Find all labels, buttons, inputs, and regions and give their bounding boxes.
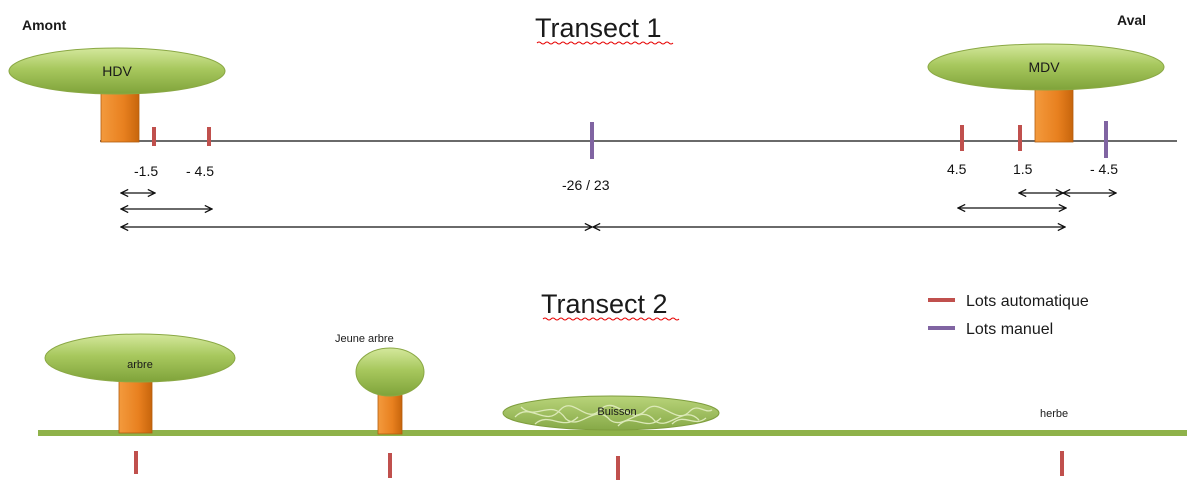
transect-1: Transect 1 Amont Aval HDV MDV -1.5 - 4.5…: [8, 12, 1177, 227]
spellcheck-underline: [536, 41, 674, 45]
tree-hdv-label: HDV: [102, 63, 132, 79]
distance-arrows: [121, 193, 1116, 227]
tree-hdv: HDV: [8, 47, 226, 143]
tick-label: -1.5: [134, 163, 158, 179]
tick-label: - 4.5: [186, 163, 214, 179]
crown: [927, 43, 1165, 91]
tick-label: -26 / 23: [562, 177, 610, 193]
legend-label-auto: Lots automatique: [966, 293, 1089, 310]
spellcheck-underline: [542, 317, 680, 321]
tree-arbre-label: arbre: [127, 359, 153, 371]
transect-2: Transect 2 arbre Jeune arbre Buisson: [38, 289, 1187, 480]
crown: [355, 347, 425, 397]
bush-buisson: Buisson: [502, 395, 720, 431]
tree-arbre: arbre: [44, 333, 236, 434]
bush-label: Buisson: [597, 406, 636, 418]
crown: [8, 47, 226, 95]
legend: Lots automatique Lots manuel: [928, 293, 1089, 338]
downstream-label: Aval: [1117, 12, 1146, 28]
tick-label: - 4.5: [1090, 161, 1118, 177]
grass-label: herbe: [1040, 408, 1068, 420]
tick-label: 1.5: [1013, 161, 1033, 177]
tick-label: 4.5: [947, 161, 967, 177]
trunk: [1034, 82, 1074, 143]
tree-jeune-arbre: Jeune arbre: [335, 333, 425, 435]
young-tree-label: Jeune arbre: [335, 333, 394, 345]
tree-mdv: MDV: [927, 43, 1165, 143]
crown: [44, 333, 236, 383]
upstream-label: Amont: [22, 17, 67, 33]
transect-1-title: Transect 1: [535, 13, 662, 43]
legend-label-manual: Lots manuel: [966, 321, 1053, 338]
transect-2-title: Transect 2: [541, 289, 668, 319]
bush-texture: [514, 404, 713, 427]
tree-mdv-label: MDV: [1028, 59, 1060, 75]
